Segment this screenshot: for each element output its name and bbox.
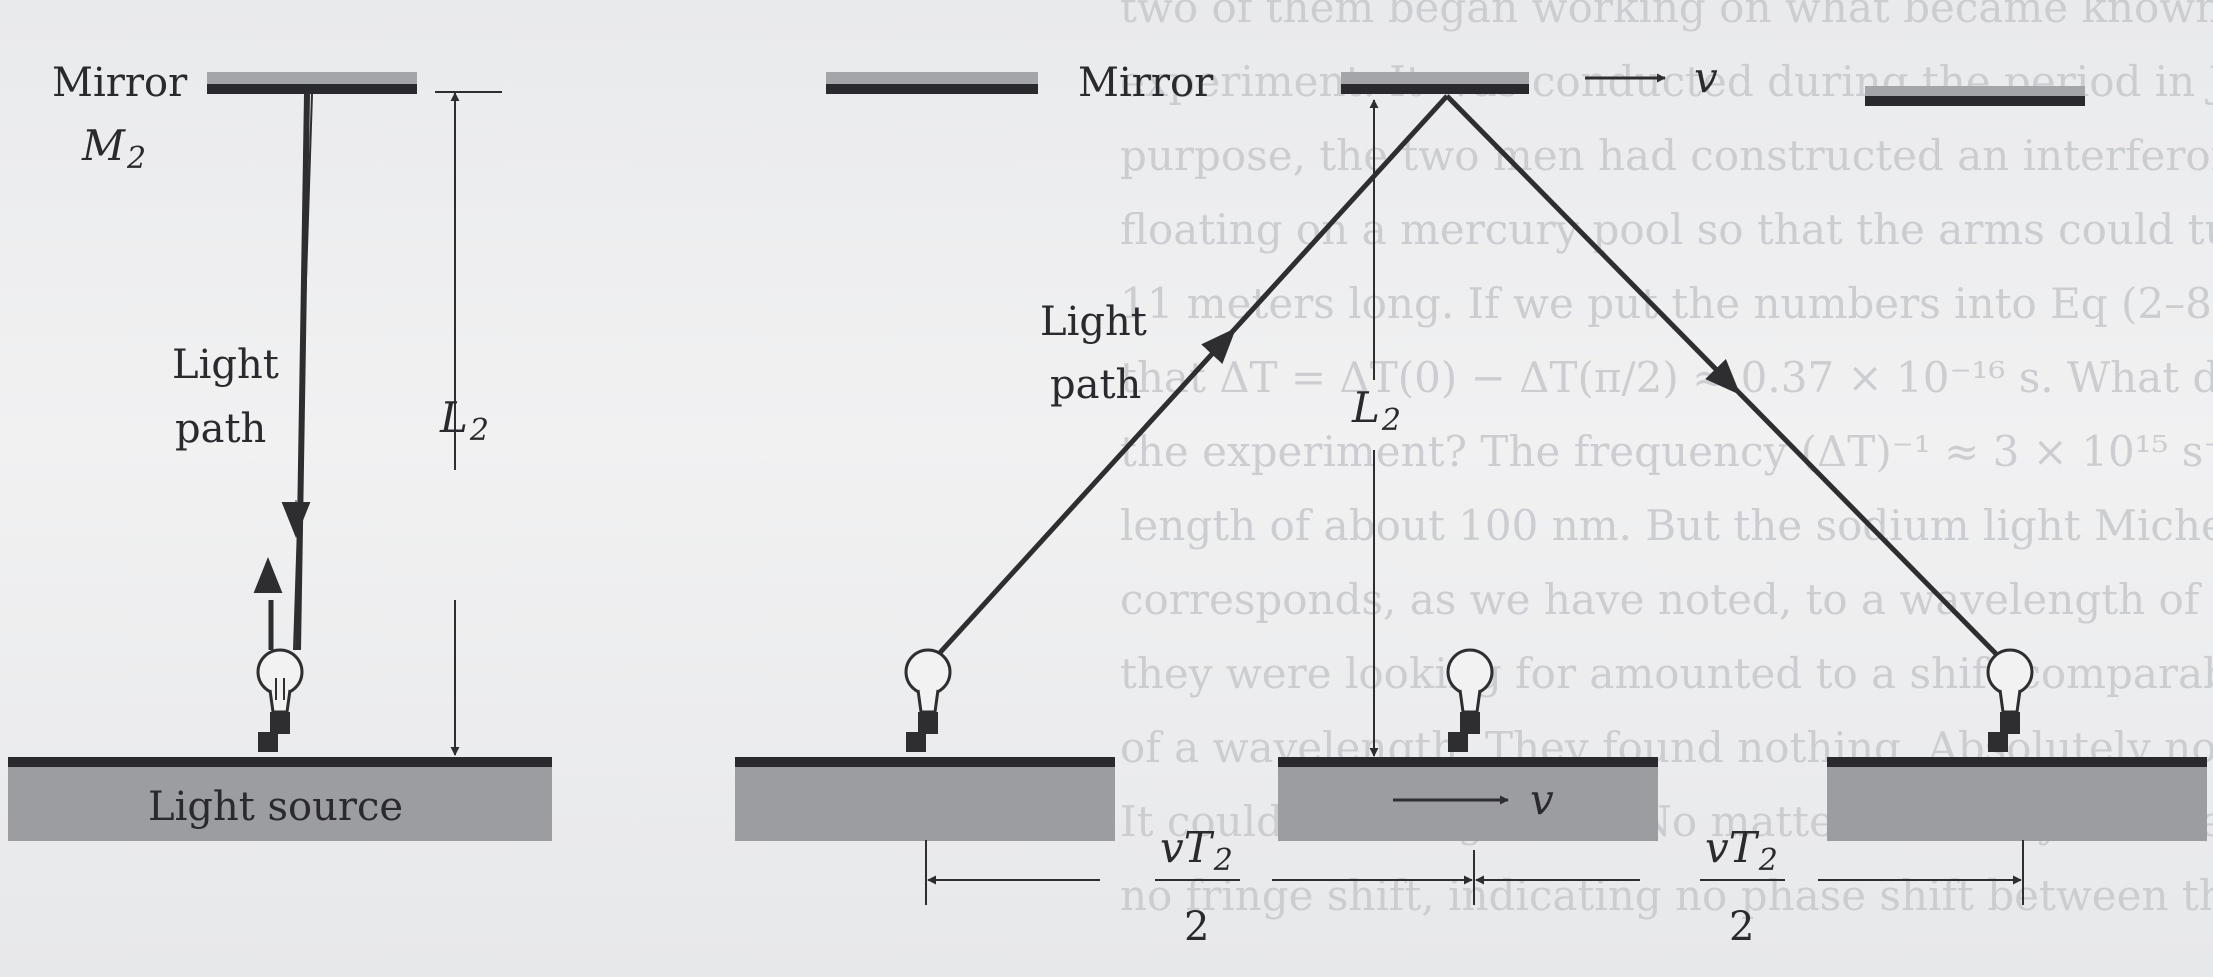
moving-clock: Mirror v Light path L2 — [735, 53, 2207, 950]
dim1-numerator: vT2 — [1160, 823, 1233, 878]
velocity-mirror-label: v — [1694, 53, 1718, 102]
source-bar-1 — [735, 757, 1115, 767]
svg-text:two of them began working on w: two of them began working on what became… — [1120, 0, 2213, 32]
mirror-m2-bar — [207, 84, 417, 94]
svg-text:length of about 100 nm. But th: length of about 100 nm. But the sodium l… — [1120, 501, 2213, 550]
light-path-left-label-1: Light — [172, 342, 279, 388]
light-bulb-icon — [256, 648, 304, 752]
svg-text:they were looking for amounted: they were looking for amounted to a shif… — [1120, 649, 2213, 698]
mirror-m2-top — [207, 72, 417, 86]
dim1-denominator: 2 — [1184, 904, 1209, 950]
light-source-top-bar — [8, 757, 552, 767]
mirror-center-label: Mirror — [1078, 60, 1214, 106]
light-path-left-label-2: path — [175, 406, 266, 452]
source-block-1 — [735, 767, 1115, 841]
light-bulb-icon — [904, 648, 952, 752]
light-source-block — [8, 767, 552, 841]
l2-left-label: L2 — [439, 393, 489, 448]
arrow-diag-down-icon — [1702, 355, 1741, 395]
dim2-numerator: vT2 — [1705, 823, 1778, 878]
svg-text:the experiment? The frequency: the experiment? The frequency (ΔT)⁻¹ ≈ 3… — [1120, 427, 2213, 476]
mirror-right-3 — [1865, 86, 2085, 98]
source-bar-3 — [1827, 757, 2207, 767]
svg-text:corresponds, as we have noted,: corresponds, as we have noted, to a wave… — [1120, 575, 2213, 624]
source-block-3 — [1827, 767, 2207, 841]
svg-text:floating on a mercury pool so: floating on a mercury pool so that the a… — [1120, 205, 2213, 254]
velocity-base-label: v — [1530, 775, 1554, 824]
light-path-center-label-1: Light — [1040, 299, 1147, 345]
source-bar-2 — [1278, 757, 1658, 767]
light-path-center-label-2: path — [1050, 362, 1141, 408]
svg-text:no fringe shift, indicating no: no fringe shift, indicating no phase shi… — [1120, 871, 2213, 920]
mirror-m2-label: M2 — [81, 121, 146, 176]
light-source-label: Light source — [148, 784, 403, 830]
light-bulb-icon — [1446, 648, 1494, 752]
light-bulb-icon — [1986, 648, 2034, 752]
l2-center-label: L2 — [1351, 383, 1401, 438]
light-path-left-down — [293, 93, 313, 651]
mirror-right-2 — [1341, 72, 1529, 86]
dim2-denominator: 2 — [1729, 904, 1754, 950]
svg-text:purpose, the two men had const: purpose, the two men had constructed an … — [1120, 131, 2213, 180]
source-block-2 — [1278, 767, 1658, 841]
mirror-right-1 — [826, 72, 1038, 86]
left-clock: Mirror M2 Light path L2 Light source — [8, 60, 552, 841]
svg-text:that ΔT = ΔT(0) − ΔT(π/2) ≈ 0.: that ΔT = ΔT(0) − ΔT(π/2) ≈ 0.37 × 10⁻¹⁶… — [1120, 353, 2213, 402]
light-path-diagonal-up — [924, 94, 1449, 670]
arrow-diag-up-icon — [1198, 327, 1237, 369]
mirror-left-label: Mirror — [52, 60, 188, 106]
